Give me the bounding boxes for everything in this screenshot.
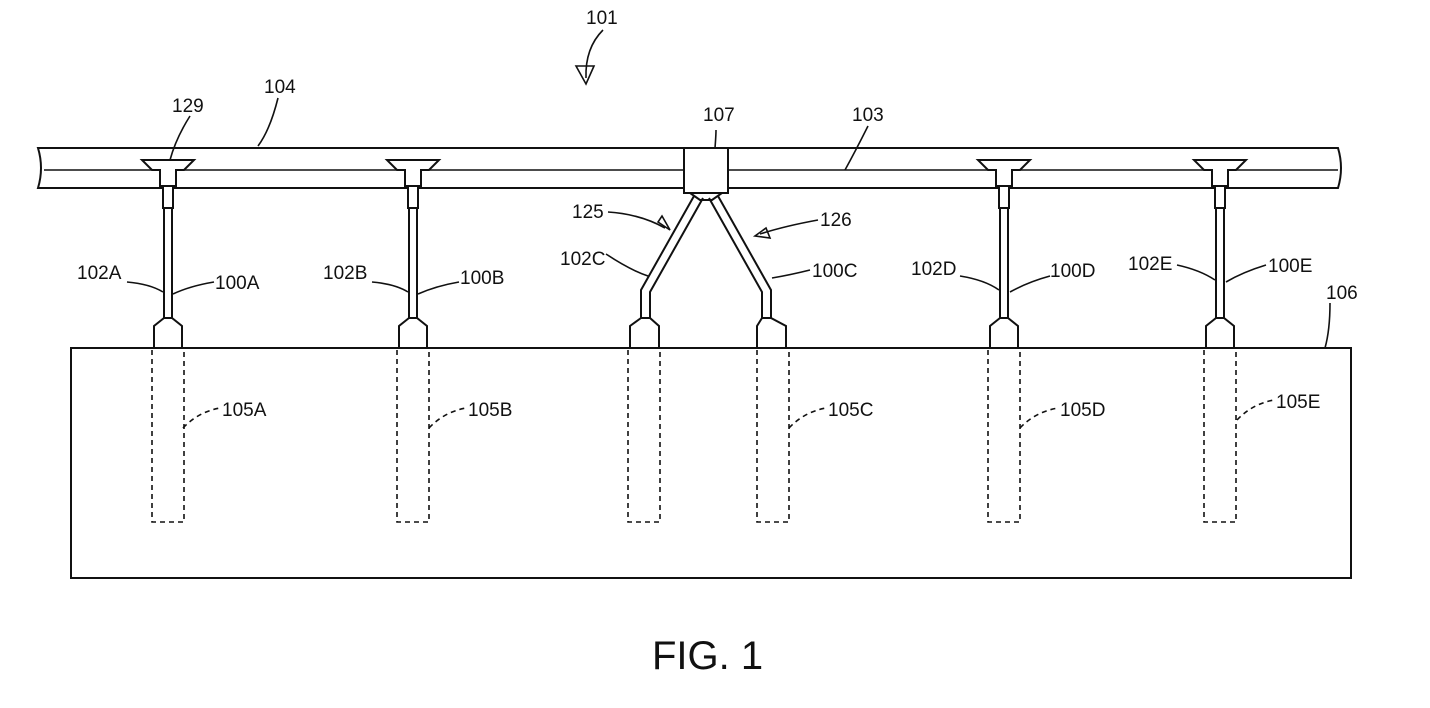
post-assembly (978, 160, 1030, 522)
label-106: 106 (1326, 283, 1358, 304)
label-100e: 100E (1268, 256, 1312, 277)
label-100d: 100D (1050, 261, 1095, 282)
label-100c: 100C (812, 261, 857, 282)
rail-left (38, 148, 684, 188)
connector-box (684, 148, 728, 193)
label-100b: 100B (460, 268, 504, 289)
label-107: 107 (703, 105, 735, 126)
post-assembly (142, 160, 194, 522)
label-104: 104 (264, 77, 296, 98)
label-102c: 102C (560, 249, 605, 270)
label-102a: 102A (77, 263, 122, 284)
leader-lines (127, 30, 1330, 428)
label-105e: 105E (1276, 392, 1320, 413)
label-102e: 102E (1128, 254, 1172, 275)
label-100a: 100A (215, 273, 260, 294)
label-125: 125 (572, 202, 604, 223)
post-assembly-angled (628, 193, 789, 522)
figure-caption: FIG. 1 (652, 634, 763, 678)
rail-right (728, 148, 1341, 188)
label-101: 101 (586, 8, 618, 29)
label-105d: 105D (1060, 400, 1105, 421)
post-assembly (387, 160, 439, 522)
label-103: 103 (852, 105, 884, 126)
label-105c: 105C (828, 400, 873, 421)
label-102d: 102D (911, 259, 956, 280)
label-105a: 105A (222, 400, 267, 421)
ground-block (71, 348, 1351, 578)
label-102b: 102B (323, 263, 367, 284)
label-126: 126 (820, 210, 852, 231)
label-129: 129 (172, 96, 204, 117)
post-assembly (1194, 160, 1246, 522)
label-105b: 105B (468, 400, 512, 421)
